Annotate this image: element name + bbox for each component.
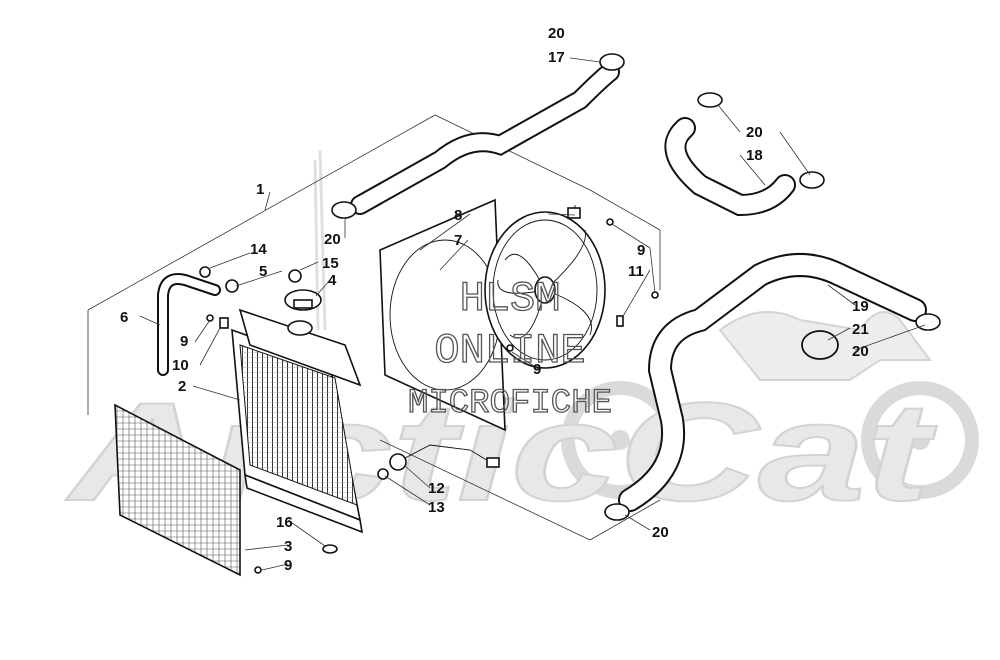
watermark-wheel-icon bbox=[861, 381, 979, 499]
watermark-line-2: ONLINE bbox=[434, 327, 585, 375]
callout-21: 21 bbox=[852, 321, 869, 338]
fan-shroud bbox=[379, 198, 506, 432]
callout-4: 4 bbox=[328, 272, 337, 289]
radiator-screen bbox=[114, 403, 241, 577]
callout-6: 6 bbox=[120, 309, 128, 326]
radiator bbox=[231, 308, 364, 534]
callout-9-bottom: 9 bbox=[284, 557, 292, 574]
hlsm-watermark: HLSM ONLINE MICROFICHE bbox=[407, 274, 612, 423]
callout-20-right: 20 bbox=[852, 343, 869, 360]
callout-18: 18 bbox=[746, 147, 763, 164]
callout-19: 19 bbox=[852, 298, 869, 315]
cooling-fan bbox=[484, 205, 606, 369]
callout-9-left: 9 bbox=[180, 333, 188, 350]
callout-3: 3 bbox=[284, 538, 292, 555]
lower-radiator-hose bbox=[604, 253, 941, 521]
watermark-line-1: HLSM bbox=[460, 275, 561, 323]
callout-9-center: 9 bbox=[533, 361, 541, 378]
callout-9-right: 9 bbox=[637, 242, 645, 259]
callout-20-upper-right: 20 bbox=[746, 124, 763, 141]
temperature-switch bbox=[377, 444, 500, 480]
callout-17: 17 bbox=[548, 49, 565, 66]
callout-labels: 1 2 3 4 5 6 7 8 9 9 9 9 10 11 12 13 14 1… bbox=[120, 25, 869, 574]
assembly-outline bbox=[87, 114, 661, 541]
hardware-pieces bbox=[199, 218, 659, 574]
bypass-hose bbox=[664, 92, 825, 217]
leader-lines bbox=[139, 57, 926, 571]
callout-2: 2 bbox=[178, 378, 186, 395]
callout-20-bottom: 20 bbox=[652, 524, 669, 541]
hose-clamp-ring bbox=[801, 330, 839, 360]
callout-20-left: 20 bbox=[324, 231, 341, 248]
callout-16: 16 bbox=[276, 514, 293, 531]
callout-10: 10 bbox=[172, 357, 189, 374]
callout-11: 11 bbox=[628, 263, 644, 280]
watermark-line-3: MICROFICHE bbox=[408, 385, 612, 423]
callout-5: 5 bbox=[259, 263, 267, 280]
radiator-cap-icon bbox=[284, 289, 322, 311]
callout-8: 8 bbox=[454, 207, 462, 224]
callout-15: 15 bbox=[322, 255, 339, 272]
upper-radiator-hose bbox=[331, 53, 625, 219]
callout-13: 13 bbox=[428, 499, 445, 516]
callout-20-top: 20 bbox=[548, 25, 565, 42]
callout-14: 14 bbox=[250, 241, 267, 258]
callout-7: 7 bbox=[454, 232, 462, 249]
callout-12: 12 bbox=[428, 480, 445, 497]
callout-1: 1 bbox=[256, 181, 264, 198]
